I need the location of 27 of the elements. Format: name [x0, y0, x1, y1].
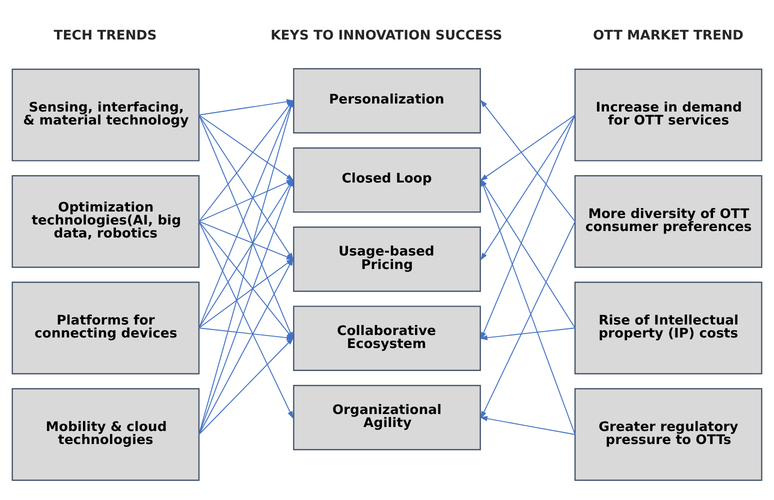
arrow	[480, 114, 576, 181]
arrow	[480, 328, 576, 340]
node-box: Personalization	[293, 68, 481, 134]
node-box: Mobility & cloud technologies	[12, 388, 200, 481]
node-box: Organizational Agility	[293, 384, 481, 450]
arrow	[480, 114, 576, 260]
arrow	[198, 114, 294, 181]
node-box: Sensing, interfacing, & material technology	[12, 68, 200, 162]
arrow	[198, 337, 294, 435]
label: OTT MARKET TREND	[592, 28, 744, 44]
node-box: Rise of Intellectual property (IP) costs	[574, 282, 762, 374]
node-box: Closed Loop	[293, 147, 481, 213]
node-box: Increase in demand for OTT services	[574, 68, 762, 162]
node-box: Collaborative Ecosystem	[293, 306, 481, 372]
node-box: Optimization technologies(AI, big data, robotics	[12, 175, 200, 268]
arrow	[480, 221, 576, 419]
node-box: More diversity of OTT consumer preferences	[574, 175, 762, 268]
label: TECH TRENDS	[54, 28, 157, 44]
arrow	[480, 178, 576, 328]
node-box: Greater regulatory pressure to OTTs	[574, 388, 762, 481]
node-box: Usage-based Pricing	[293, 226, 481, 292]
arrow	[480, 114, 576, 340]
node-box: Platforms for connecting devices	[12, 282, 200, 374]
arrow	[480, 416, 576, 435]
arrow	[480, 178, 576, 435]
label: KEYS TO INNOVATION SUCCESS	[270, 28, 502, 44]
arrow	[480, 100, 576, 222]
